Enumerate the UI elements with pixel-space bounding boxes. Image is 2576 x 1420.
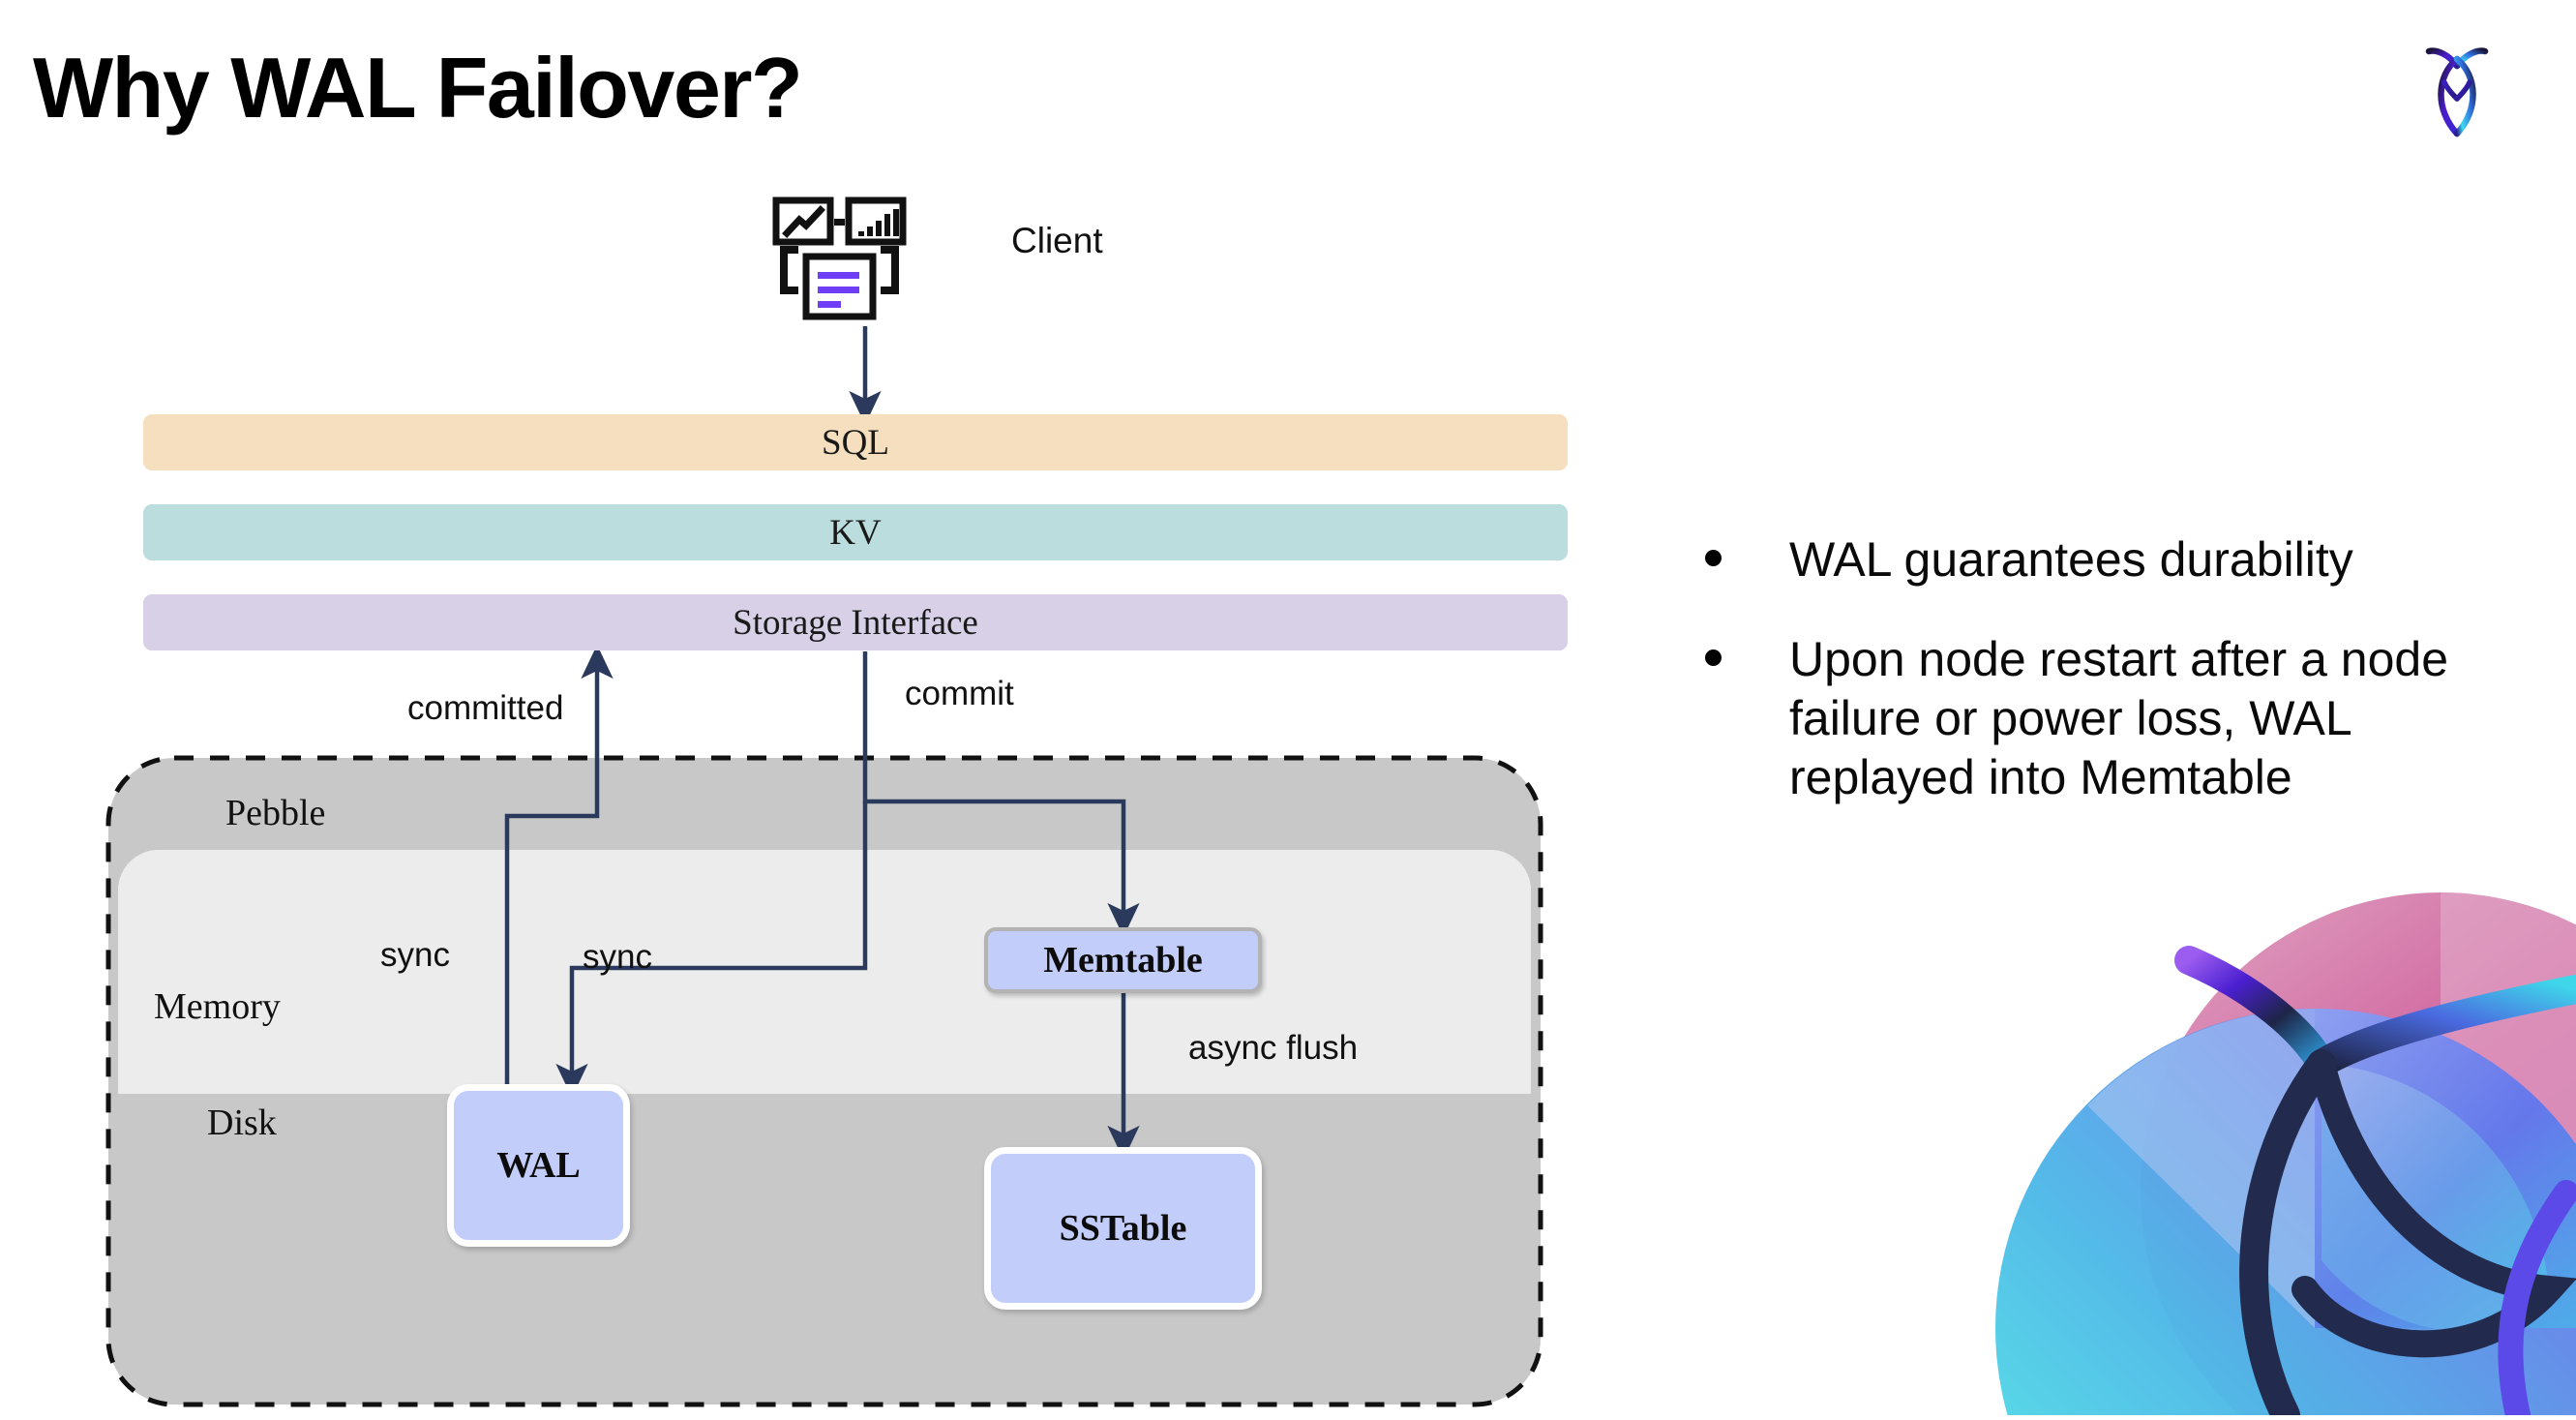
layer-bar-sql[interactable]: SQL [143, 414, 1568, 470]
layer-bar-storage-interface[interactable]: Storage Interface [143, 594, 1568, 650]
edge-label-sync-right: sync [583, 938, 652, 976]
list-item: WAL guarantees durability [1705, 530, 2508, 589]
edge-label-commit: commit [905, 675, 1014, 712]
client-label: Client [1011, 221, 1103, 260]
bullet-text: WAL guarantees durability [1789, 532, 2353, 587]
region-label-pebble: Pebble [225, 793, 326, 833]
node-memtable[interactable]: Memtable [984, 927, 1262, 993]
layer-label-sql: SQL [822, 422, 889, 463]
node-wal[interactable]: WAL [447, 1084, 630, 1247]
edge-storage-to-wal-sync [555, 801, 868, 1099]
layer-label-storage-interface: Storage Interface [733, 602, 978, 643]
pebble-container [105, 755, 1543, 1415]
edge-label-committed: committed [407, 689, 564, 727]
layer-bar-kv[interactable]: KV [143, 504, 1568, 560]
edge-label-async-flush: async flush [1188, 1029, 1359, 1067]
edge-label-sync-left: sync [380, 936, 450, 974]
node-label-wal: WAL [496, 1145, 581, 1186]
node-label-memtable: Memtable [1043, 940, 1203, 981]
bullet-list: WAL guarantees durability Upon node rest… [1705, 530, 2508, 848]
cockroachdb-decorative-circles [1899, 873, 2576, 1415]
bullet-dot-icon [1705, 650, 1722, 666]
node-sstable[interactable]: SSTable [984, 1147, 1262, 1310]
client-dashboard-icon [772, 196, 925, 326]
bullet-dot-icon [1705, 550, 1722, 566]
edge-storage-to-memtable [862, 651, 1140, 938]
cockroachdb-logo [2404, 27, 2510, 145]
node-label-sstable: SSTable [1059, 1208, 1187, 1249]
list-item: Upon node restart after a node failure o… [1705, 630, 2508, 807]
bullet-text: Upon node restart after a node failure o… [1789, 632, 2449, 804]
page-title: Why WAL Failover? [33, 40, 803, 136]
layer-label-kv: KV [829, 512, 882, 553]
region-label-memory: Memory [154, 986, 281, 1027]
region-label-disk: Disk [207, 1103, 277, 1143]
edge-wal-to-storage-committed [504, 644, 614, 1084]
